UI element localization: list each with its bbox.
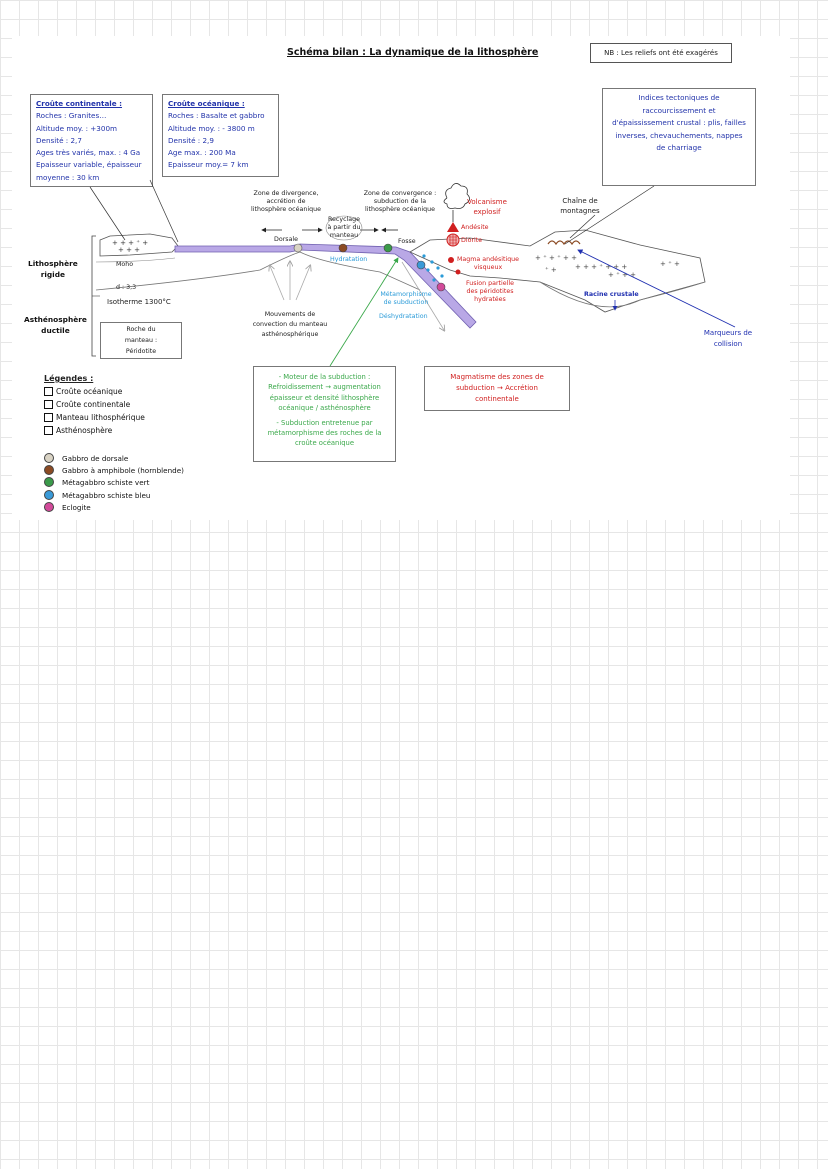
svg-text:+ + + ⁺ +: + + + ⁺ +	[112, 239, 148, 247]
legend-item-continental: Croûte continentale	[44, 400, 130, 409]
moho-line	[95, 257, 176, 263]
legend-item-oceanic: Croûte océanique	[44, 387, 122, 396]
oceanic-line: Epaisseur moy.= 7 km	[168, 160, 249, 170]
continental-heading: Croûte continentale :	[36, 99, 123, 108]
folds	[547, 240, 581, 246]
convection-arrow	[270, 266, 285, 301]
oceanic-line: Age max. : 200 Ma	[168, 148, 236, 158]
deshydratation-label: Déshydratation	[379, 313, 428, 320]
subduction-motor-box: - Moteur de la subduction :Refroidisseme…	[253, 366, 396, 462]
legend-item-asthenosphere: Asthénosphère	[44, 426, 112, 435]
left-continent-crosses: + + + ⁺ + + + +	[112, 239, 148, 254]
racine-label: Racine crustale	[584, 291, 639, 298]
svg-text:+ ⁺ + ⁺ + +: + ⁺ + ⁺ + +	[535, 254, 577, 262]
volcano-plume	[443, 183, 470, 209]
oceanic-crust-box: Croûte océanique : Roches : Basalte et g…	[162, 94, 279, 177]
continental-box-leader	[89, 186, 126, 241]
oceanic-line: Altitude moy. : - 3800 m	[168, 123, 255, 133]
slab-pull-arrow	[401, 261, 444, 330]
continental-crust-box: Croûte continentale : Roches : Granites……	[30, 94, 153, 187]
metagabbro-bleu-dot	[416, 260, 426, 270]
continental-line: moyenne : 30 km	[36, 172, 100, 182]
tectonic-line: raccourcissement et	[642, 105, 716, 115]
svg-text:+ + + ⁺ + + +: + + + ⁺ + + +	[575, 263, 627, 271]
continental-line: Epaisseur variable, épaisseur	[36, 160, 142, 170]
chain-leader	[569, 214, 596, 239]
oceanic-line: Roches : Basalte et gabbro	[168, 111, 265, 121]
hydratation-label: Hydratation	[330, 256, 368, 263]
tectonic-indices-box: Indices tectoniques de raccourcissement …	[602, 88, 756, 186]
continental-line: Ages très variés, max. : 4 Ga	[36, 148, 141, 158]
legend-rock-metagabbro-bleu: Métagabbro schiste bleu	[44, 490, 150, 500]
legend-rock-eclogite: Eclogite	[44, 502, 91, 512]
oceanic-heading: Croûte océanique :	[168, 99, 245, 108]
svg-text:⁺ +: ⁺ +	[545, 266, 557, 274]
volcano-icon	[447, 222, 459, 232]
fosse-label: Fosse	[398, 238, 416, 245]
dorsale-label: Dorsale	[274, 236, 299, 243]
gabbro-amphibole-dot	[338, 243, 348, 253]
lithosphere-base	[95, 251, 421, 291]
water-drops	[422, 254, 444, 282]
continental-line: Densité : 2,7	[36, 135, 82, 145]
diorite-label: Diorite	[461, 237, 483, 244]
tectonic-line: inverses, chevauchements, nappes	[615, 130, 743, 140]
page-title: Schéma bilan : La dynamique de la lithos…	[287, 47, 539, 58]
root-line	[539, 281, 706, 308]
andesite-label: Andésite	[461, 224, 489, 231]
legend-rock-gabbro-amphibole: Gabbro à amphibole (hornblende)	[44, 465, 184, 475]
svg-text:+ ⁺ + +: + ⁺ + +	[608, 271, 636, 279]
densite-label: d : 3,3	[116, 284, 137, 291]
gabbro-dorsale-dot	[293, 243, 303, 253]
tectonic-line: de charriage	[656, 143, 702, 152]
moho-label: Moho	[116, 261, 134, 268]
nb-note: NB : Les reliefs ont été exagérés	[590, 43, 732, 63]
eclogite-dot	[436, 282, 446, 292]
collision-arrow	[577, 249, 736, 328]
tectonic-line: d'épaississement crustal : plis, failles	[612, 118, 746, 127]
tectonic-box-leader	[564, 185, 655, 245]
right-continent-crosses: + ⁺ + ⁺ + + + + + ⁺ + + + + ⁺ + + ⁺ + + …	[535, 254, 680, 279]
metagabbro-vert-dot	[383, 243, 393, 253]
legend-rock-metagabbro-vert: Métagabbro schiste vert	[44, 477, 149, 487]
convection-arrow	[295, 266, 310, 301]
tectonic-line: Indices tectoniques de	[638, 93, 720, 102]
oceanic-crust	[174, 243, 477, 329]
magma-drop	[448, 257, 454, 263]
legend-rock-gabbro-dorsale: Gabbro de dorsale	[44, 453, 128, 463]
oceanic-line: Densité : 2,9	[168, 135, 214, 145]
svg-text:+ + +: + + +	[118, 246, 140, 254]
svg-text:+ ⁺ +: + ⁺ +	[660, 260, 680, 268]
oceanic-box-leader	[149, 179, 179, 243]
legend-title: Légendes :	[44, 374, 94, 383]
legend-item-manteau: Manteau lithosphérique	[44, 413, 145, 422]
isotherme-label: Isotherme 1300°C	[107, 298, 171, 306]
continental-line: Roches : Granites…	[36, 111, 107, 121]
magma-drop	[455, 269, 461, 275]
continental-line: Altitude moy. : +300m	[36, 123, 118, 133]
subduction-motor-arrow	[329, 257, 399, 367]
recyclage-ellipse	[325, 215, 363, 241]
